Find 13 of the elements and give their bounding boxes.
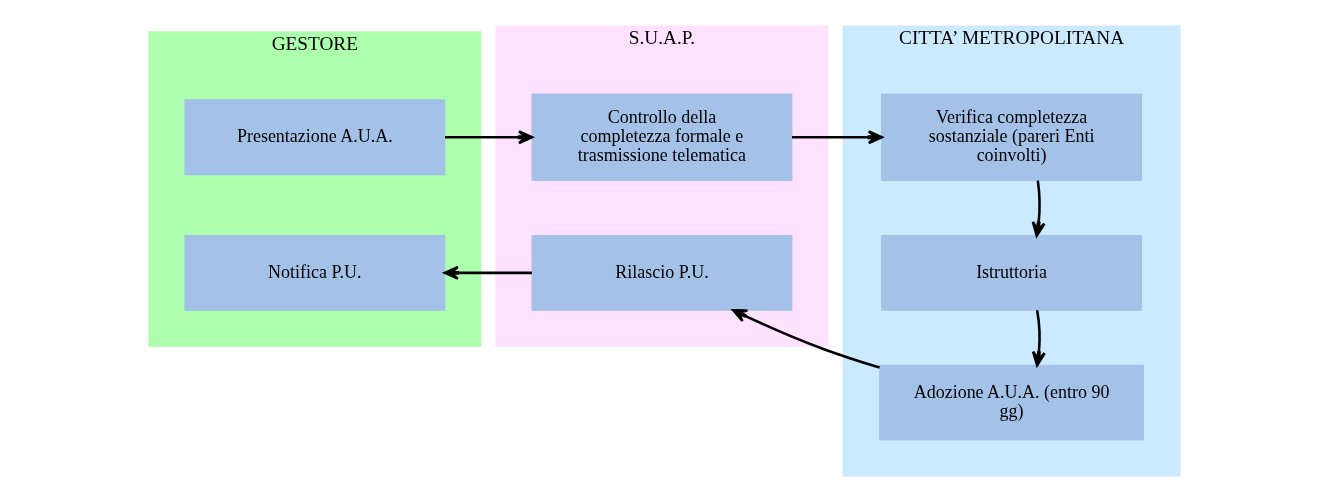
node-box: Notifica P.U. — [184, 234, 446, 311]
arrow — [445, 130, 534, 145]
node-box: Verifica completezza sostanziale (pareri Enti coinvolti) — [881, 93, 1143, 181]
arrow — [1031, 180, 1046, 237]
node-box: Istruttoria — [881, 234, 1143, 311]
node-box: Presentazione A.U.A. — [184, 99, 446, 176]
arrow — [731, 309, 880, 369]
node-box: Rilascio P.U. — [531, 234, 793, 311]
arrow — [443, 265, 532, 280]
node-box: Adozione A.U.A. (entro 90 gg) — [879, 364, 1144, 441]
arrow — [792, 130, 883, 145]
node-box: Controllo della completezza formale e trasmissione telematica — [531, 93, 793, 181]
arrow — [1031, 310, 1046, 367]
